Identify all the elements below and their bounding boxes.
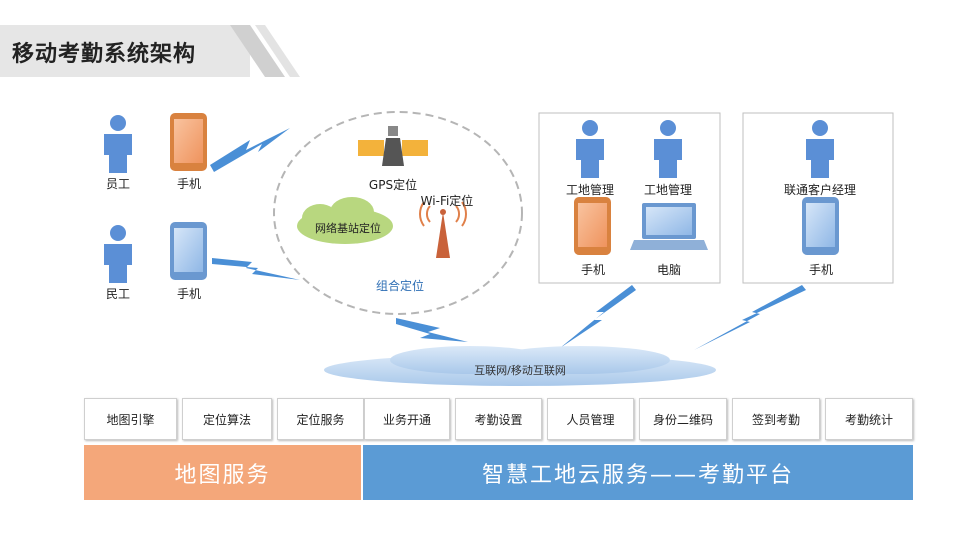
service-id-qrcode: 身份二维码 [639, 398, 727, 440]
wireless-link-icon [396, 318, 468, 342]
service-attendance-statistics: 考勤统计 [825, 398, 913, 440]
worker-label: 员工 [105, 177, 130, 191]
laborer-icon [104, 225, 132, 283]
cloud-platform-bar: 智慧工地云服务——考勤平台 [363, 445, 913, 500]
phone-label: 手机 [176, 287, 201, 301]
laborer-label: 民工 [105, 287, 130, 301]
wifi-label: Wi-Fi定位 [420, 194, 474, 208]
positioning-area [273, 111, 523, 315]
signal-tower-icon [419, 201, 467, 258]
account-manager-label: 联通客户经理 [783, 183, 856, 197]
wireless-link-icon [212, 258, 300, 280]
service-positioning-algorithm: 定位算法 [182, 398, 272, 440]
phone-icon [574, 197, 611, 255]
satellite-icon [358, 126, 428, 166]
service-positioning-service: 定位服务 [277, 398, 364, 440]
page-title: 移动考勤系统架构 [12, 42, 197, 67]
laptop-icon [630, 203, 708, 250]
service-personnel-management: 人员管理 [547, 398, 634, 440]
phone-label: 手机 [580, 263, 605, 277]
combined-positioning-label: 组合定位 [375, 279, 424, 293]
phone-label: 手机 [176, 177, 201, 191]
internet-cloud-icon [324, 346, 716, 386]
title-bar [0, 25, 250, 77]
phone-icon [802, 197, 839, 255]
site-manager-label: 工地管理 [643, 183, 692, 197]
service-check-in: 签到考勤 [732, 398, 820, 440]
base-station-label: 网络基站定位 [315, 222, 381, 235]
service-activation: 业务开通 [364, 398, 450, 440]
cloud-icon [297, 197, 393, 244]
phone-label: 手机 [808, 263, 833, 277]
wireless-link-icon [210, 128, 290, 172]
network-label: 互联网/移动互联网 [474, 364, 566, 377]
phone-icon [170, 113, 207, 171]
wireless-link-icon [560, 285, 636, 348]
service-map-engine: 地图引擎 [84, 398, 177, 440]
gps-label: GPS定位 [368, 178, 418, 192]
service-attendance-settings: 考勤设置 [455, 398, 542, 440]
worker-icon [104, 115, 132, 173]
site-manager-label: 工地管理 [565, 183, 614, 197]
wireless-link-icon [694, 285, 806, 350]
phone-icon [170, 222, 207, 280]
site-management-box [538, 112, 721, 284]
computer-label: 电脑 [656, 263, 681, 277]
map-service-bar: 地图服务 [84, 445, 361, 500]
